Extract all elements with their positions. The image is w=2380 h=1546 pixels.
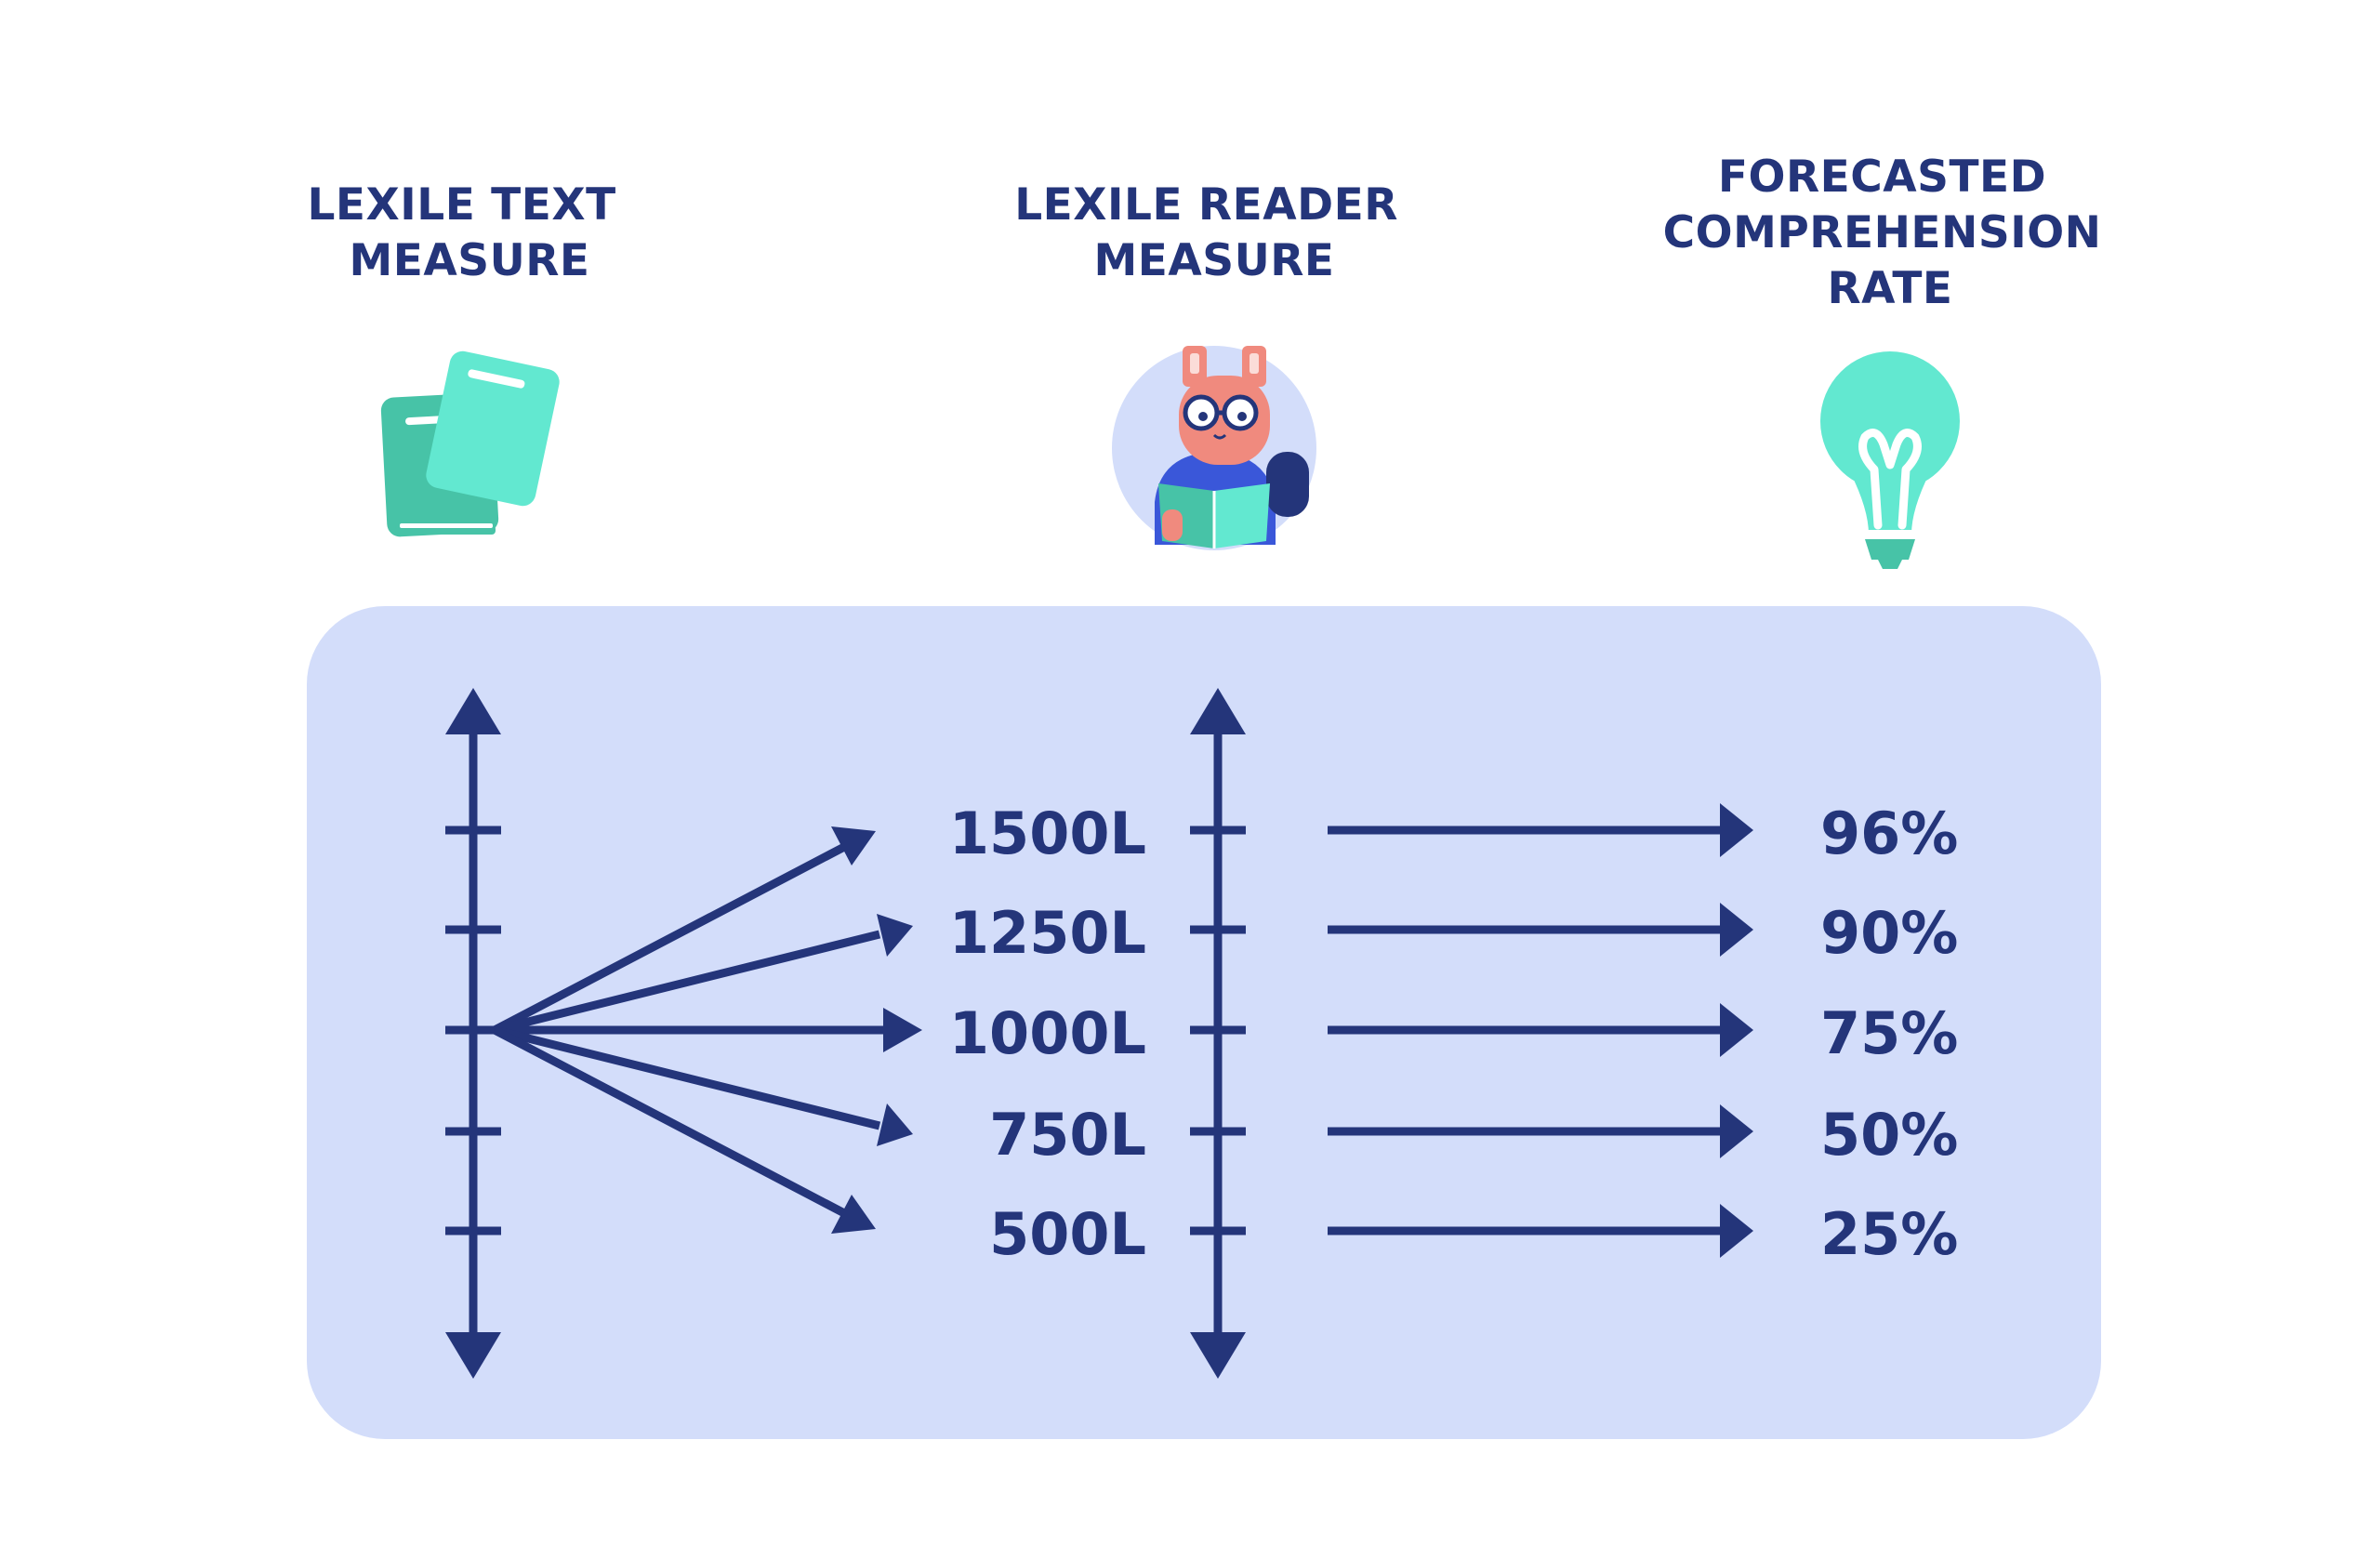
rate-label: 75% — [1820, 999, 1958, 1067]
text-measure-title: LEXILE TEXT MEASURE — [307, 179, 631, 286]
comprehension-title-line3: RATE — [1827, 263, 1952, 314]
lexile-levels: 1500L 1250L 1000L 750L 500L — [949, 799, 1146, 1268]
rate-label: 25% — [1820, 1200, 1958, 1268]
reader-measure-axis — [1190, 688, 1246, 1379]
rate-label: 96% — [1820, 799, 1958, 867]
axis-down-arrow — [445, 1332, 501, 1379]
reader-avatar-icon — [1112, 346, 1316, 550]
lightbulb-icon — [1820, 351, 1960, 569]
text-measure-title-line1: LEXILE TEXT — [307, 179, 615, 231]
axis-up-arrow — [445, 688, 501, 734]
level-label: 500L — [989, 1200, 1146, 1268]
text-measure-axis — [445, 688, 501, 1379]
axis-down-arrow — [1190, 1332, 1246, 1379]
level-label: 1250L — [949, 899, 1146, 967]
comprehension-rate-title: FORECASTED COMPREHENSION RATE — [1663, 152, 2118, 314]
books-icon — [380, 350, 560, 537]
rate-arrows — [1328, 803, 1753, 1258]
axis-up-arrow — [1190, 688, 1246, 734]
comprehension-rates: 96% 90% 75% 50% 25% — [1820, 799, 1958, 1268]
reader-measure-title-line2: MEASURE — [1093, 235, 1334, 286]
level-label: 1000L — [949, 999, 1146, 1067]
level-label: 1500L — [949, 799, 1146, 867]
comprehension-title-line1: FORECASTED — [1718, 152, 2046, 203]
rate-label: 90% — [1820, 899, 1958, 967]
level-label: 750L — [989, 1101, 1146, 1169]
comprehension-title-line2: COMPREHENSION — [1663, 207, 2102, 258]
text-measure-title-line2: MEASURE — [349, 235, 589, 286]
reader-measure-title: LEXILE READER MEASURE — [1014, 179, 1414, 286]
reader-measure-title-line1: LEXILE READER — [1014, 179, 1398, 231]
fan-arrows — [492, 826, 922, 1234]
rate-label: 50% — [1820, 1101, 1958, 1169]
